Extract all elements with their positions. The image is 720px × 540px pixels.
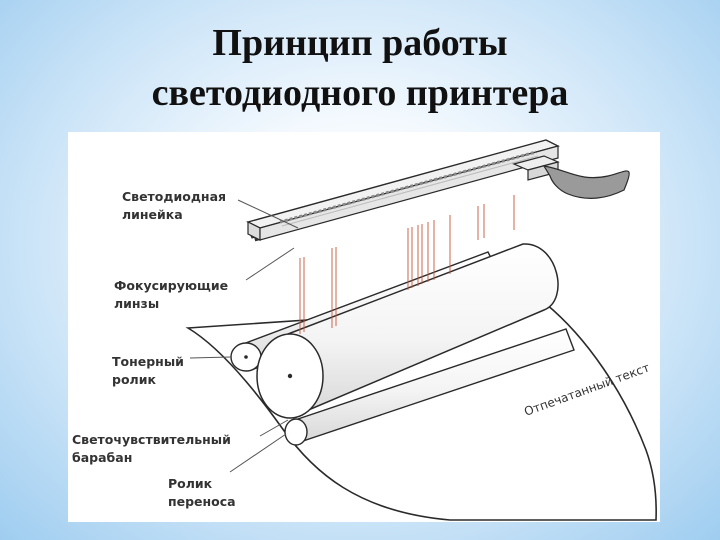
label-focusing-lenses: Фокусирующие линзы [114, 278, 232, 311]
light-beams [299, 195, 515, 334]
title-line-1: Принцип работы [212, 22, 508, 64]
label-transfer-roller: Ролик переноса [168, 476, 236, 509]
transfer-roller [284, 328, 575, 446]
title-line-2: светодиодного принтера [151, 72, 569, 114]
leader-lines [189, 199, 299, 473]
diagram-svg: Отпечатанный текст [72, 139, 657, 521]
label-photosensitive-drum: Светочувствительный барабан [72, 432, 235, 465]
label-toner-roller: Тонерный ролик [112, 354, 188, 387]
led-printer-diagram: Отпечатанный текст [68, 132, 660, 522]
photosensitive-drum [256, 243, 559, 419]
led-bar [246, 139, 630, 241]
label-led-bar: Светодиодная линейка [122, 189, 230, 222]
slide-title: Принцип работы светодиодного принтера [0, 18, 720, 118]
